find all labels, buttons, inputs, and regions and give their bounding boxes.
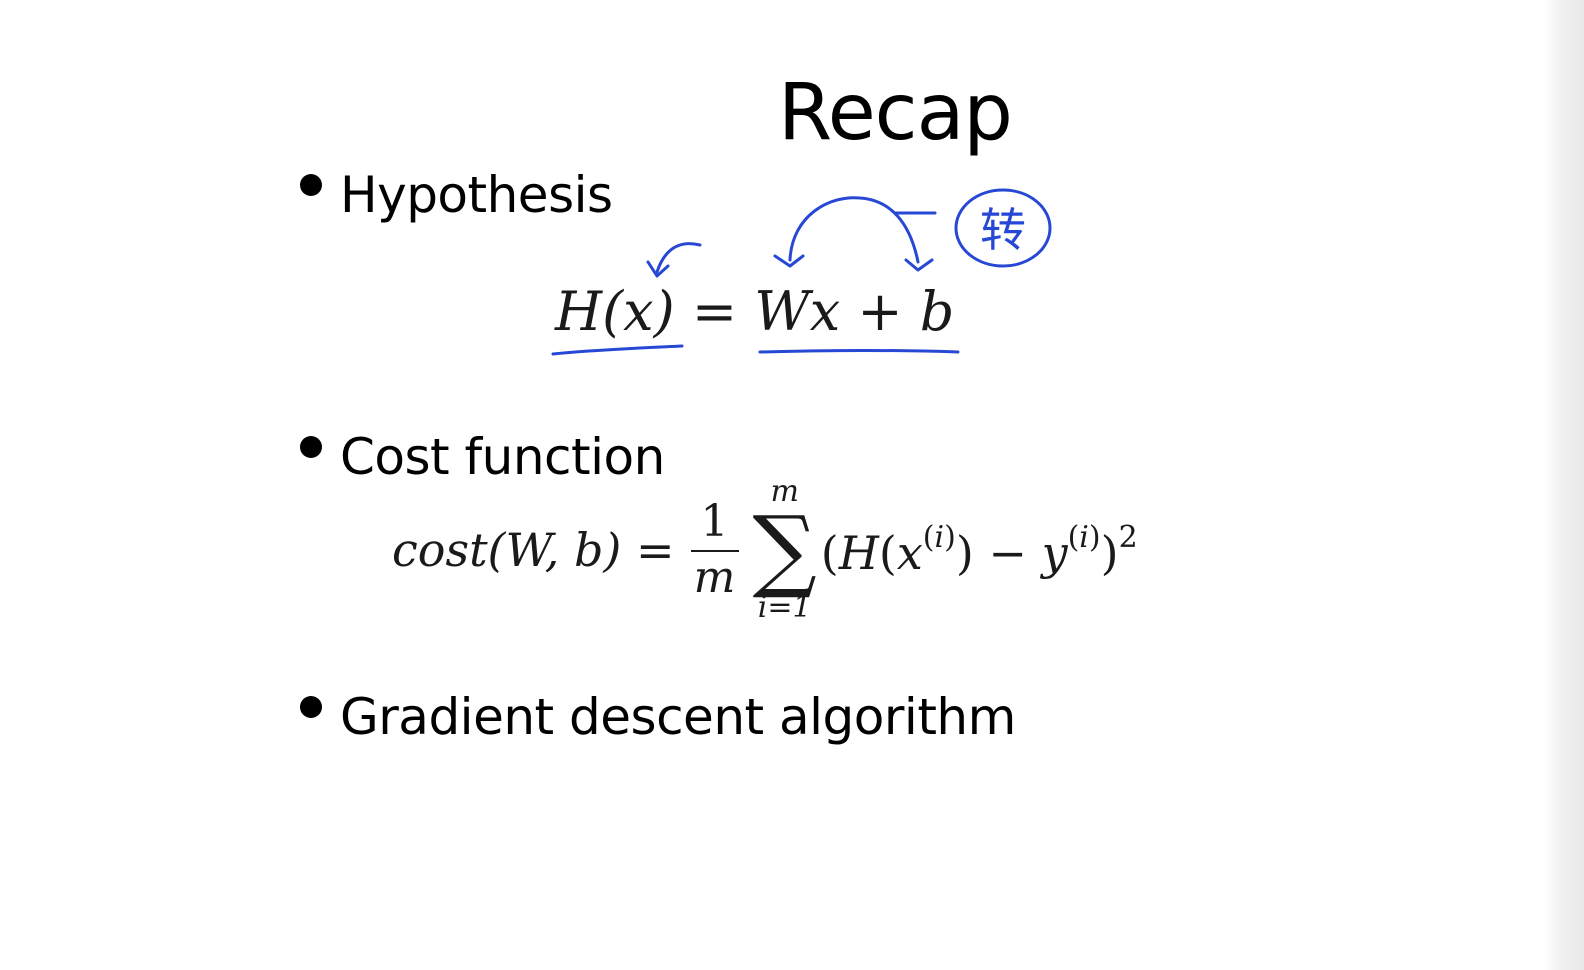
bullet-dot-icon [300,436,322,458]
right-edge-shadow [1544,0,1584,970]
fraction: 1 m [690,496,739,603]
bullet-dot-icon [300,174,322,196]
fraction-numerator: 1 [700,496,729,547]
hypothesis-equation: H(x) = Wx + b [555,280,955,343]
bullet-cost-function: Cost function [300,430,665,485]
summation: m ∑ i=1 [753,477,817,623]
bullet-label: Cost function [340,428,665,486]
fraction-denominator: m [693,552,736,603]
underline-hx [551,344,684,356]
bullet-gradient-descent: Gradient descent algorithm [300,690,1016,745]
arrow-head-right [904,258,934,272]
cost-summand: (H(x(i)) − y(i))2 [820,520,1138,580]
slide-title: Recap [778,68,1013,158]
bullet-label: Hypothesis [340,166,613,224]
bullet-dot-icon [300,696,322,718]
bullet-hypothesis: Hypothesis [300,168,613,223]
handwritten-note: 转 [980,203,1026,257]
arrow-head-left [773,254,805,268]
bullet-label: Gradient descent algorithm [340,688,1016,746]
arrow-curve-large [788,196,920,264]
arrow-head-small [646,260,670,278]
fraction-bar [690,550,739,552]
cost-equation: cost(W, b) = 1 m m ∑ i=1 (H(x(i)) − y(i)… [392,470,1138,630]
sum-symbol-icon: ∑ [752,497,817,603]
arrow-curve-small [655,242,702,274]
cost-lhs: cost(W, b) = [392,523,675,577]
sum-lower-limit: i=1 [757,589,812,625]
sum-upper-limit: m [770,474,799,510]
underline-wx-b [758,349,960,354]
note-circle [954,188,1052,268]
